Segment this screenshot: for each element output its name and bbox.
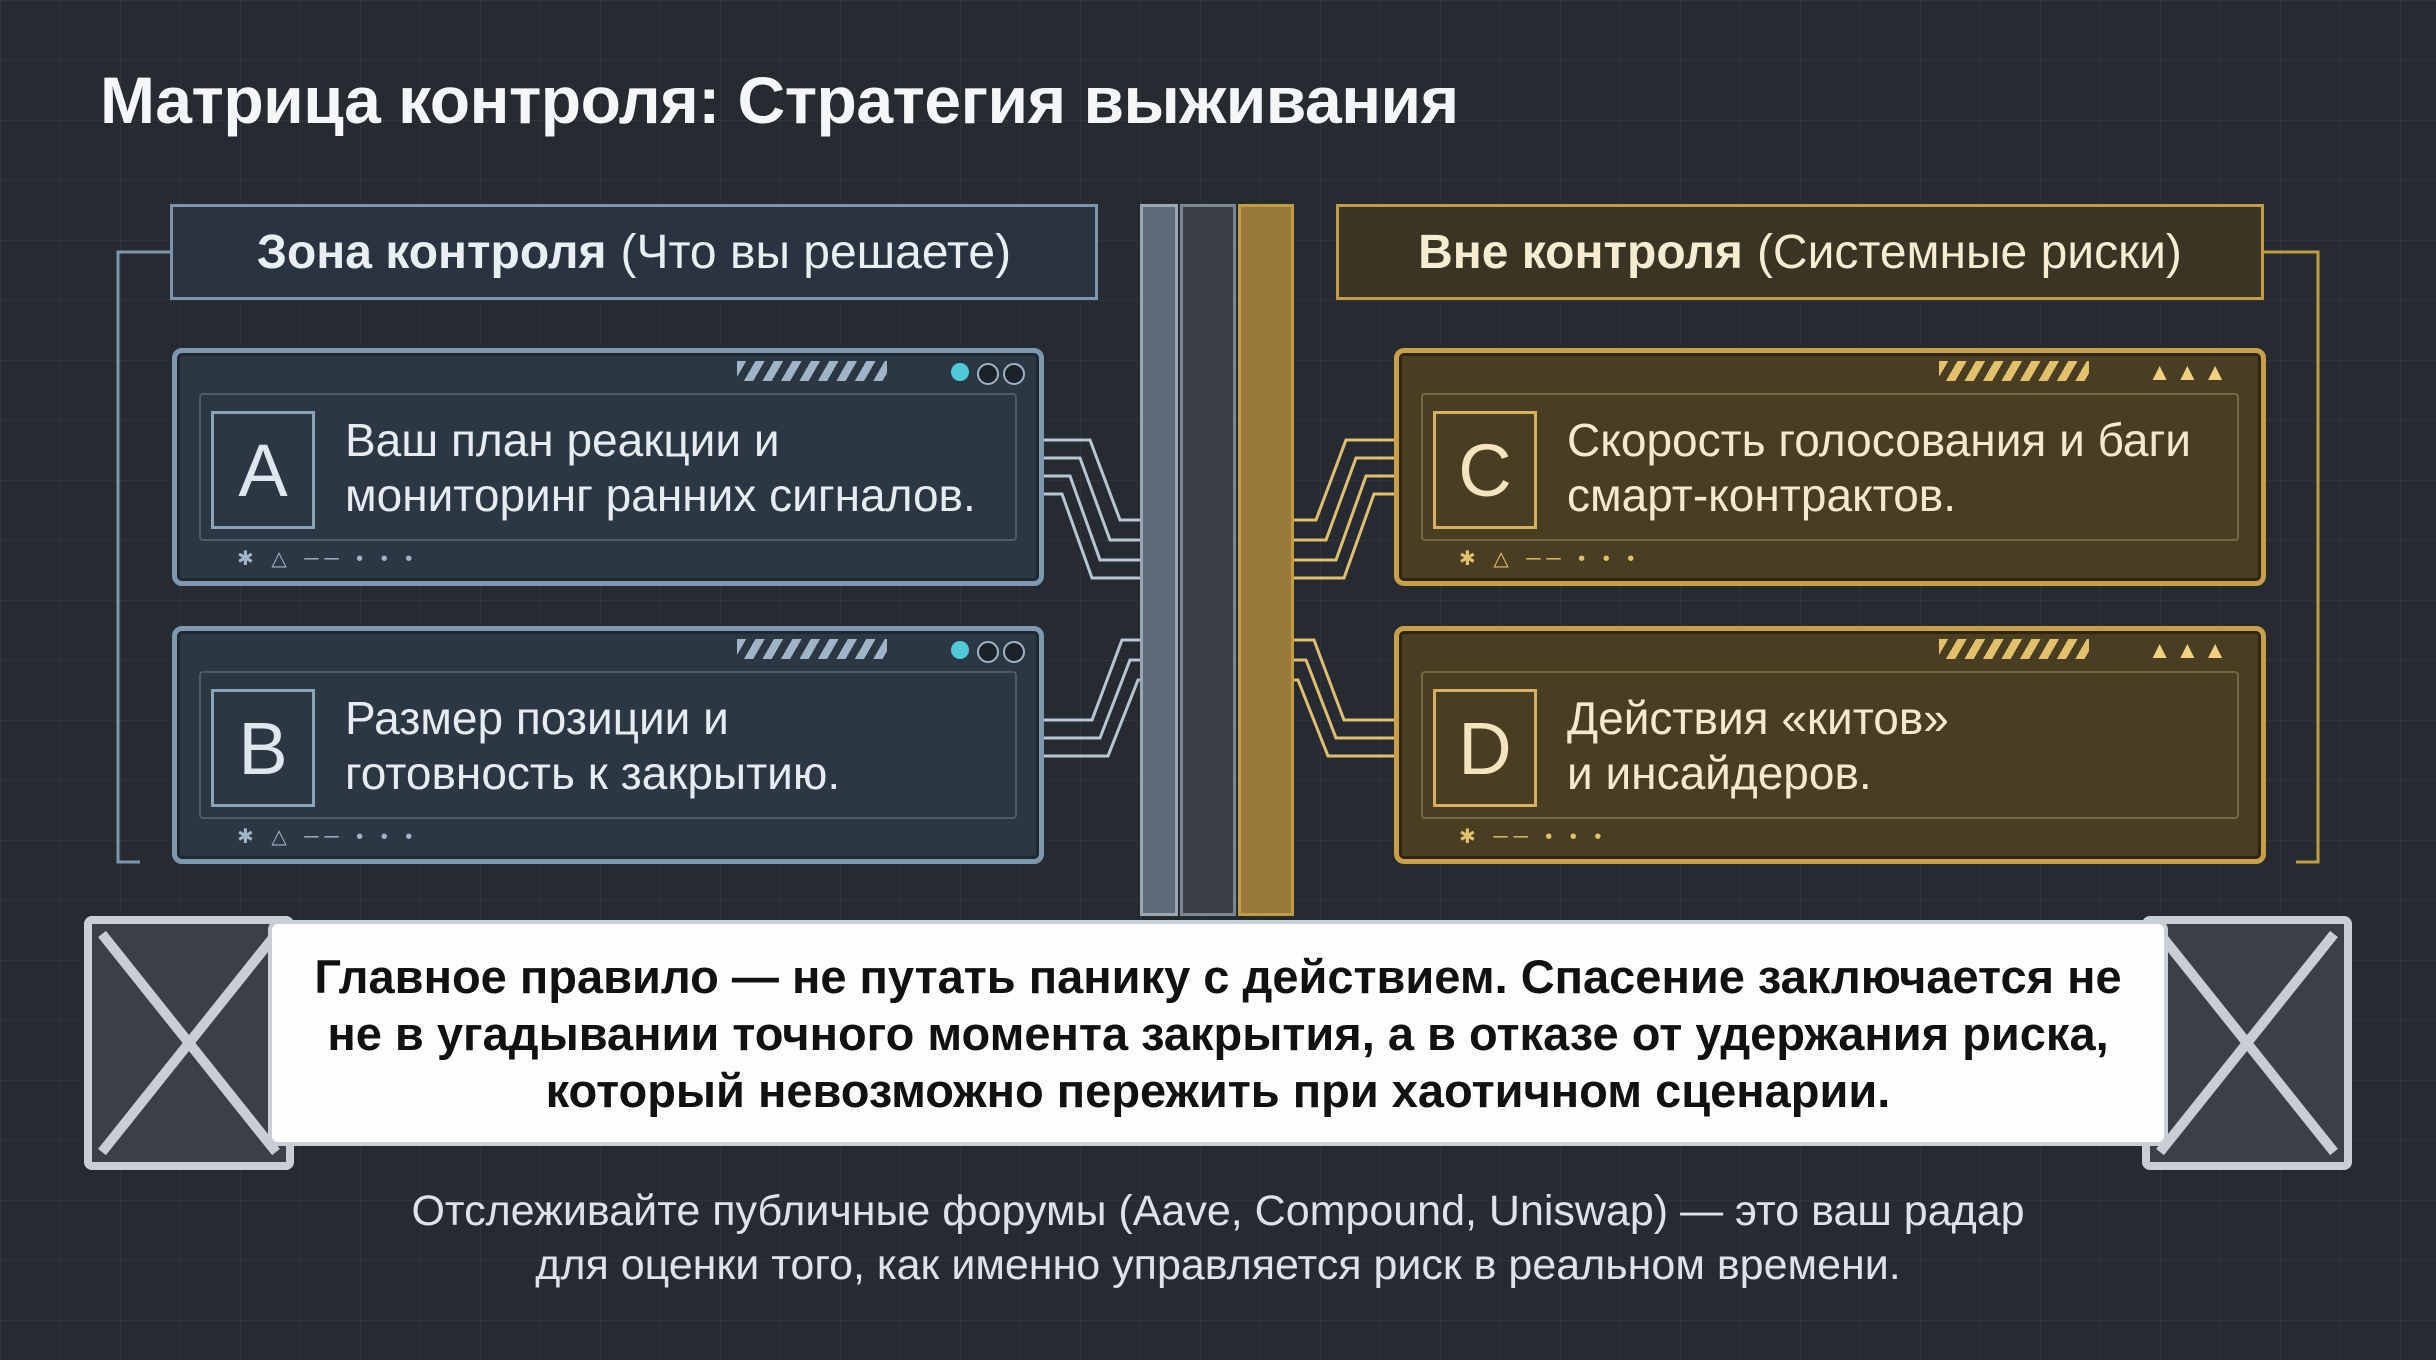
card-b-dot-2 xyxy=(977,641,999,663)
header-outside-control-bold: Вне контроля xyxy=(1418,225,1743,279)
card-a-line-2: мониторинг ранних сигналов. xyxy=(345,469,976,521)
truss-right-cross xyxy=(2156,930,2338,1156)
center-pillar-left xyxy=(1140,204,1178,916)
card-b: B Размер позиции и готовность к закрытию… xyxy=(172,626,1044,864)
main-rule-line-2: не в угадывании точного момента закрытия… xyxy=(327,1006,2109,1060)
truss-left xyxy=(84,916,294,1170)
card-d-letter: D xyxy=(1433,689,1537,807)
main-rule-box: Главное правило — не путать панику с дей… xyxy=(268,920,2168,1146)
truss-right xyxy=(2142,916,2352,1170)
card-b-stripes xyxy=(737,639,887,659)
card-b-dot-3 xyxy=(1003,641,1025,663)
card-c-footer-icons: ✱ △ ── • • • xyxy=(1459,548,1641,570)
card-c-line-1: Скорость голосования и баги xyxy=(1567,414,2191,466)
card-c-stripes xyxy=(1939,361,2089,381)
header-outside-control-rest: (Системные риски) xyxy=(1756,225,2182,279)
main-rule-line-3: который невозможно пережить при хаотично… xyxy=(545,1063,1891,1117)
card-a: A Ваш план реакции и мониторинг ранних с… xyxy=(172,348,1044,586)
card-a-footer-icons: ✱ △ ── • • • xyxy=(237,548,419,570)
card-d-frame xyxy=(1421,671,2239,819)
warning-icons: ▲▲▲ xyxy=(2147,359,2231,386)
card-a-letter: A xyxy=(211,411,315,529)
card-d-stripes xyxy=(1939,639,2089,659)
card-c-letter: C xyxy=(1433,411,1537,529)
page-title: Матрица контроля: Стратегия выживания xyxy=(100,63,1459,137)
card-d: ▲▲▲ D Действия «китов» и инсайдеров. ✱ ─… xyxy=(1394,626,2266,864)
header-outside-control: Вне контроля (Системные риски) xyxy=(1336,204,2264,300)
center-pillar-middle xyxy=(1180,204,1236,916)
forum-radar-note-line-1: Отслеживайте публичные форумы (Aave, Com… xyxy=(411,1187,2025,1235)
card-d-line-2: и инсайдеров. xyxy=(1567,747,1872,799)
card-a-line-1: Ваш план реакции и xyxy=(345,414,780,466)
card-c-line-2: смарт-контрактов. xyxy=(1567,469,1957,521)
card-a-dot-3 xyxy=(1003,363,1025,385)
card-a-dot-2 xyxy=(977,363,999,385)
card-a-text: Ваш план реакции и мониторинг ранних сиг… xyxy=(345,413,976,523)
card-d-text: Действия «китов» и инсайдеров. xyxy=(1567,691,1949,801)
card-a-frame xyxy=(199,393,1017,541)
card-b-line-1: Размер позиции и xyxy=(345,692,729,744)
card-b-line-2: готовность к закрытию. xyxy=(345,747,841,799)
center-pillar-right xyxy=(1238,204,1294,916)
header-zone-control-rest: (Что вы решаете) xyxy=(620,225,1012,279)
card-b-letter: B xyxy=(211,689,315,807)
card-d-footer-icons: ✱ ── • • • xyxy=(1459,826,1608,848)
header-zone-control-bold: Зона контроля xyxy=(256,225,607,279)
card-c-frame xyxy=(1421,393,2239,541)
card-c: ▲▲▲ C Скорость голосования и баги смарт-… xyxy=(1394,348,2266,586)
main-rule-line-1: Главное правило — не путать панику с дей… xyxy=(314,949,2122,1003)
card-b-footer-icons: ✱ △ ── • • • xyxy=(237,826,419,848)
card-a-stripes xyxy=(737,361,887,381)
truss-left-cross xyxy=(98,930,280,1156)
card-b-status-dot xyxy=(951,641,969,659)
warning-icons: ▲▲▲ xyxy=(2147,637,2231,664)
card-a-status-dot xyxy=(951,363,969,381)
card-b-frame xyxy=(199,671,1017,819)
forum-radar-note: Отслеживайте публичные форумы (Aave, Com… xyxy=(0,1184,2436,1292)
card-d-line-1: Действия «китов» xyxy=(1567,692,1949,744)
card-b-text: Размер позиции и готовность к закрытию. xyxy=(345,691,840,801)
header-zone-control: Зона контроля (Что вы решаете) xyxy=(170,204,1098,300)
card-c-text: Скорость голосования и баги смарт-контра… xyxy=(1567,413,2191,523)
forum-radar-note-line-2: для оценки того, как именно управляется … xyxy=(535,1241,1901,1289)
